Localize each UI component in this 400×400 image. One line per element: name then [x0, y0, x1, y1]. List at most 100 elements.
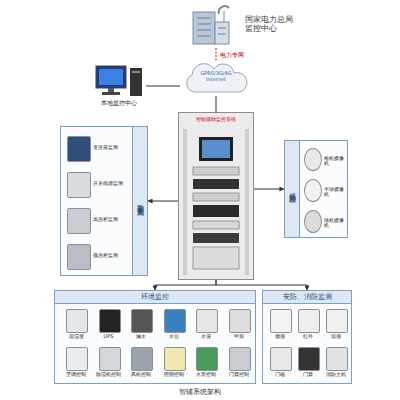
device-item: 温湿度 [60, 307, 92, 344]
edge-label: 电力专网 [220, 51, 244, 60]
device-item: 门禁控制 [223, 345, 255, 382]
device-icon [196, 347, 218, 371]
illustration [185, 2, 235, 46]
device-label: 照明控制 [158, 372, 190, 378]
device-icon [270, 309, 292, 333]
device-icon [304, 210, 322, 233]
device-item: 水浸 [190, 307, 222, 344]
device-item: 风机控制 [125, 345, 157, 382]
device-icon [131, 347, 153, 371]
device-item: 甲烷 [223, 307, 255, 344]
group-box: 环境监控温湿度UPS漏水水位水浸甲烷空调控制除湿机控制风机控制照明控制水泵控制门… [54, 290, 256, 384]
device-label: 温湿度 [60, 334, 92, 340]
device-icon [196, 309, 218, 333]
network-label: GPRS/3G/4G [180, 71, 252, 77]
device-item: 高压柜监测 [65, 205, 129, 237]
device-icon [304, 179, 322, 202]
device-icon [67, 172, 91, 198]
device-icon [99, 309, 121, 333]
group-box: 视频监控 枪机摄像机半球摄像机球机摄像机 [284, 140, 348, 238]
group-box: 动力设备监测 变压器监测开关电源监测高压柜监测低压柜监测 [60, 126, 148, 276]
device-label: 门禁 [294, 372, 322, 378]
device-label: 风机控制 [125, 372, 157, 378]
device-label: 空调控制 [60, 372, 92, 378]
group-title-band: 视频监控 [285, 141, 300, 237]
device-icon [229, 347, 251, 371]
illustration [92, 62, 146, 98]
network-cloud: GPRS/3G/4GInternet [180, 62, 252, 96]
device-icon [229, 309, 251, 333]
group-title: 安防、消防监测 [263, 291, 351, 303]
device-item: 水位 [158, 307, 190, 344]
center-label: 国家电力总局 监控中心 [245, 15, 295, 33]
device-icon [164, 347, 186, 371]
device-item: UPS [93, 307, 125, 344]
group-box: 安防、消防监测烟感红外温感门磁门禁消防主机 [262, 290, 352, 384]
device-label: 半球摄像机 [324, 187, 348, 199]
monitor-center: 国家电力总局 监控中心 [185, 2, 350, 48]
device-item: 烟感 [266, 307, 294, 344]
computer-label: 本地监控中心 [92, 100, 146, 107]
device-item: 枪机摄像机 [302, 145, 348, 174]
group-title: 动力设备监测 [136, 198, 144, 204]
device-item: 水泵控制 [190, 345, 222, 382]
device-label: 球机摄像机 [324, 218, 348, 230]
device-label: 枪机摄像机 [324, 156, 348, 168]
cabinet-title: 智能辅助监控系统 [179, 117, 253, 123]
device-label: 开关电源监测 [93, 181, 129, 187]
device-item: 开关电源监测 [65, 169, 129, 201]
device-item: 空调控制 [60, 345, 92, 382]
device-label: 高压柜监测 [93, 217, 129, 223]
local-computer: 本地监控中心 [92, 62, 146, 110]
device-icon [298, 309, 320, 333]
device-label: 水浸 [190, 334, 222, 340]
device-item: 温感 [322, 307, 350, 344]
device-item: 照明控制 [158, 345, 190, 382]
device-item: 红外 [294, 307, 322, 344]
device-icon [326, 347, 348, 371]
device-label: 红外 [294, 334, 322, 340]
building-icon [185, 2, 235, 46]
illustration [179, 127, 253, 277]
connector [155, 280, 216, 290]
cloud-text: GPRS/3G/4GInternet [180, 71, 252, 83]
device-icon [99, 347, 121, 371]
connector [216, 280, 307, 290]
device-label: 温感 [322, 334, 350, 340]
device-label: 水泵控制 [190, 372, 222, 378]
device-icon [164, 309, 186, 333]
group-title-band: 安防、消防监测 [263, 291, 351, 304]
device-label: 门禁控制 [223, 372, 255, 378]
control-cabinet: 智能辅助监控系统 [178, 112, 254, 280]
device-item: 门磁 [266, 345, 294, 382]
device-icon [270, 347, 292, 371]
connector [254, 189, 284, 190]
group-title-band: 动力设备监测 [132, 127, 147, 275]
device-item: 半球摄像机 [302, 176, 348, 205]
device-label: 门磁 [266, 372, 294, 378]
device-label: 低压柜监测 [93, 253, 129, 259]
device-icon [298, 347, 320, 371]
network-label: Internet [180, 77, 252, 83]
device-icon [131, 309, 153, 333]
device-icon [67, 136, 91, 162]
device-label: 烟感 [266, 334, 294, 340]
connector [146, 86, 180, 87]
connector [148, 201, 178, 202]
connector [216, 48, 217, 62]
device-icon [66, 347, 88, 371]
connector [216, 96, 217, 112]
device-icon [326, 309, 348, 333]
device-item: 变压器监测 [65, 133, 129, 165]
device-icon [66, 309, 88, 333]
diagram-caption: 智辅系统架构 [0, 387, 400, 397]
device-label: UPS [93, 334, 125, 340]
device-item: 除湿机控制 [93, 345, 125, 382]
device-label: 甲烷 [223, 334, 255, 340]
device-icon [67, 208, 91, 234]
group-title: 视频监控 [288, 187, 296, 191]
device-item: 漏水 [125, 307, 157, 344]
device-label: 变压器监测 [93, 145, 129, 151]
